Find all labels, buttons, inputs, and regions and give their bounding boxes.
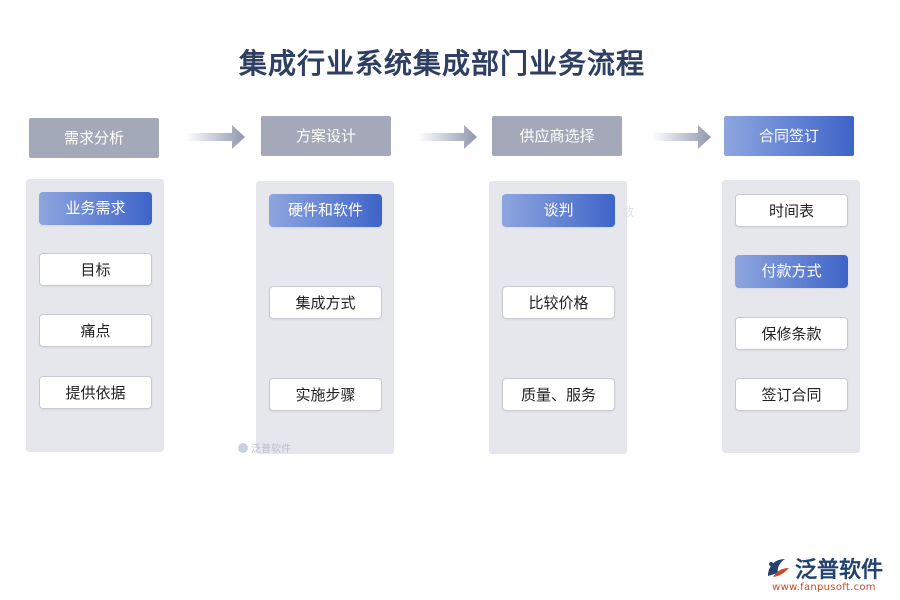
flow-arrow-icon xyxy=(418,125,477,149)
stage-2-item-3[interactable]: 实施步骤 xyxy=(269,378,382,411)
stage-panel-2: 硬件和软件 集成方式 实施步骤 xyxy=(256,181,394,454)
watermark-text: 泛普软件 xyxy=(251,444,291,455)
page-title: 集成行业系统集成部门业务流程 xyxy=(238,47,645,80)
stray-mark: 数 xyxy=(622,205,635,219)
logo-name: 泛普软件 xyxy=(794,558,883,583)
fanpu-logo-icon xyxy=(767,559,789,577)
stage-1-item-2[interactable]: 目标 xyxy=(39,253,152,286)
stage-2-item-2[interactable]: 集成方式 xyxy=(269,286,382,319)
stage-3-item-1[interactable]: 谈判 xyxy=(502,194,615,227)
watermark-logo-icon xyxy=(238,442,248,453)
stage-1-item-4[interactable]: 提供依据 xyxy=(39,376,152,409)
stage-panel-4: 时间表 付款方式 保修条款 签订合同 xyxy=(722,180,860,453)
stage-4-item-1[interactable]: 时间表 xyxy=(735,194,848,227)
stage-panel-1: 业务需求 目标 痛点 提供依据 xyxy=(26,179,164,452)
stage-header-4: 合同签订 xyxy=(724,116,854,156)
stage-4-item-2[interactable]: 付款方式 xyxy=(735,255,848,288)
stage-panel-3: 谈判 比较价格 质量、服务 xyxy=(489,181,627,454)
flow-arrow-icon xyxy=(186,125,245,149)
stage-1-item-1[interactable]: 业务需求 xyxy=(39,192,152,225)
stage-1-item-3[interactable]: 痛点 xyxy=(39,314,152,347)
brand-logo: 泛普软件 www.fanpusoft.com xyxy=(758,552,890,593)
stage-3-item-2[interactable]: 比较价格 xyxy=(502,286,615,319)
stage-2-item-1[interactable]: 硬件和软件 xyxy=(269,194,382,227)
stage-header-1: 需求分析 xyxy=(29,118,159,158)
flow-arrow-icon xyxy=(652,125,711,149)
logo-url: www.fanpusoft.com xyxy=(772,582,876,593)
stage-4-item-4[interactable]: 签订合同 xyxy=(735,378,848,411)
stage-header-3: 供应商选择 xyxy=(492,116,622,156)
stage-header-2: 方案设计 xyxy=(261,116,391,156)
watermark: 泛普软件 xyxy=(238,440,291,455)
stage-4-item-3[interactable]: 保修条款 xyxy=(735,317,848,350)
stage-3-item-3[interactable]: 质量、服务 xyxy=(502,378,615,411)
